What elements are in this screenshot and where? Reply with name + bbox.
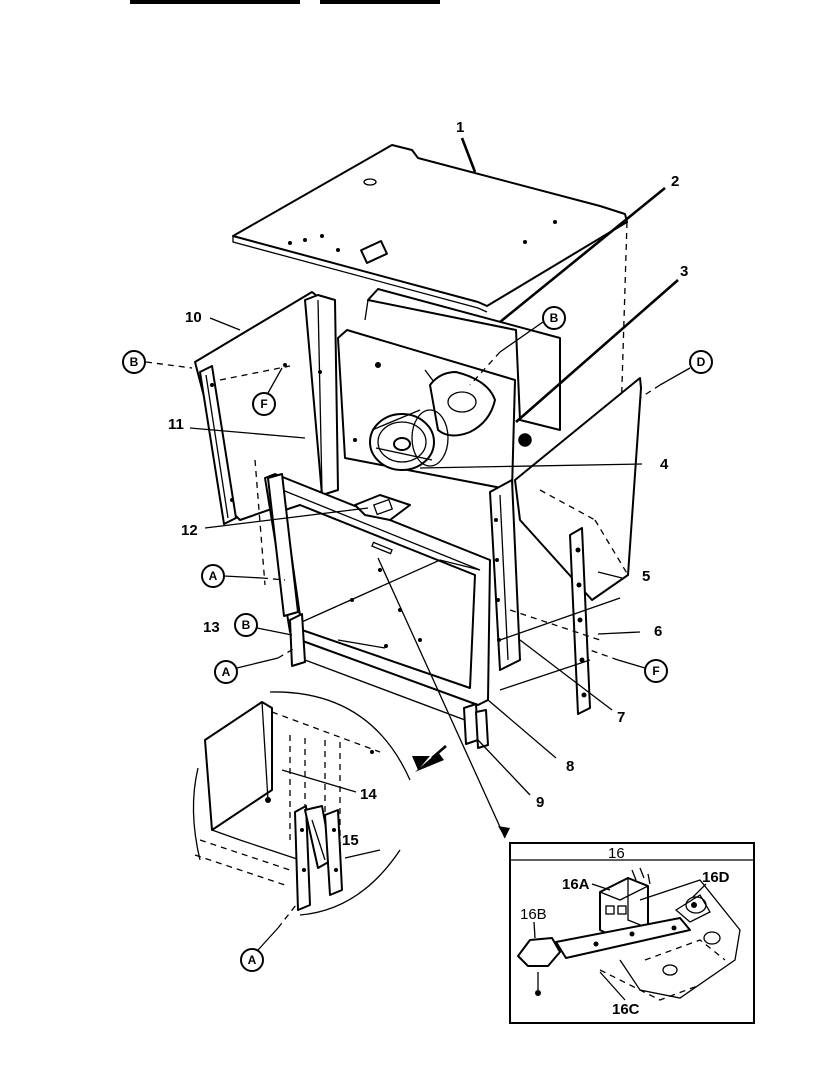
part-number-labels: 1 2 3 4 5 6 7 8 9 10 11 12 13 14 15 <box>168 119 688 849</box>
center-rail-part-8 <box>489 479 521 671</box>
label-part-3: 3 <box>680 263 688 280</box>
svg-text:B: B <box>242 618 251 632</box>
label-part-9: 9 <box>536 794 544 811</box>
label-part-14: 14 <box>360 786 377 803</box>
callout-d-right: D <box>639 350 713 399</box>
callout-b-lower: B <box>234 613 293 637</box>
svg-text:A: A <box>222 665 231 679</box>
label-part-6: 6 <box>654 623 662 640</box>
page-header <box>130 0 440 4</box>
label-part-12: 12 <box>181 522 198 539</box>
svg-text:F: F <box>652 664 659 678</box>
svg-text:B: B <box>550 311 559 325</box>
label-part-7: 7 <box>617 709 625 726</box>
svg-text:A: A <box>248 953 257 967</box>
label-part-5: 5 <box>642 568 650 585</box>
front-frame-part-9 <box>264 473 491 706</box>
callout-a-left-lower: A <box>214 647 296 684</box>
label-part-15: 15 <box>342 832 359 849</box>
callout-b-rear: B <box>469 306 566 386</box>
label-part-4: 4 <box>660 456 669 473</box>
right-side-panel-part-5 <box>514 377 642 601</box>
hinge-bracket-part-9 <box>463 703 489 749</box>
callout-a-inset: A <box>240 904 297 972</box>
label-part-8: 8 <box>566 758 574 775</box>
leader-lines <box>189 137 679 839</box>
label-part-16c: 16C <box>612 1001 640 1018</box>
rear-panel-part-2 <box>364 288 561 431</box>
svg-text:D: D <box>697 355 706 369</box>
callout-b-left: B <box>122 350 193 374</box>
bottom-rail-part-6 <box>499 597 621 691</box>
part-16-detail-box: 16 16A 16D 16B 16C <box>509 842 755 1024</box>
label-part-16d: 16D <box>702 869 730 886</box>
svg-text:B: B <box>130 355 139 369</box>
callout-a-left-upper: A <box>201 564 286 588</box>
label-part-13: 13 <box>203 619 220 636</box>
callout-f-left: F <box>219 365 291 416</box>
svg-text:F: F <box>260 397 267 411</box>
callout-f-right: F <box>589 649 668 683</box>
label-part-16a: 16A <box>562 876 590 893</box>
label-part-16b: 16B <box>520 906 547 923</box>
label-part-2: 2 <box>671 173 679 190</box>
label-part-11: 11 <box>168 416 184 433</box>
hinge-detail-inset <box>192 691 447 916</box>
fan-assembly-part-4 <box>369 409 449 471</box>
svg-text:A: A <box>209 569 218 583</box>
label-part-16: 16 <box>608 845 625 862</box>
label-part-1: 1 <box>456 119 464 136</box>
right-rail-part-7 <box>569 527 591 715</box>
label-part-10: 10 <box>185 309 202 326</box>
